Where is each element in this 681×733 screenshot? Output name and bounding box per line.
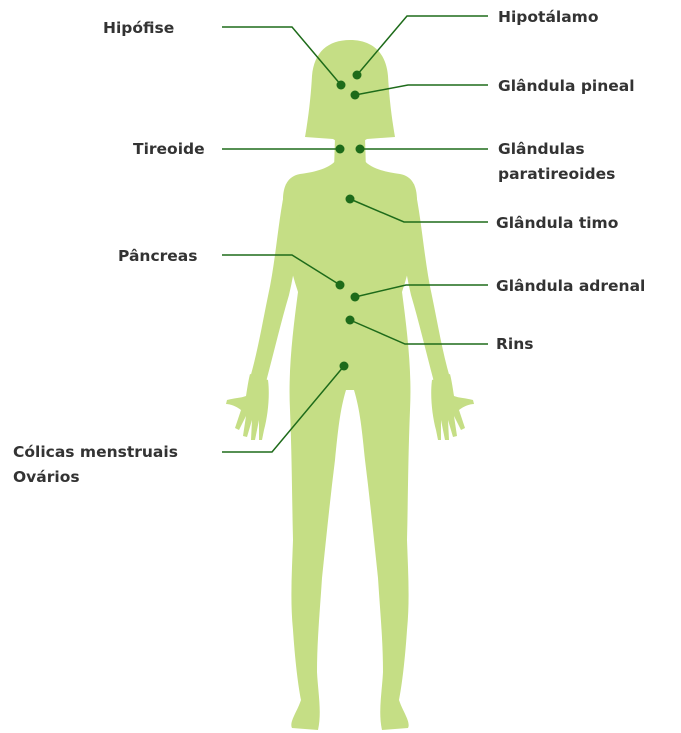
torso-legs [283, 160, 417, 730]
label-hipotalamo: Hipotálamo [498, 8, 598, 26]
label-colicas-menstruais: Cólicas menstruais [13, 443, 178, 461]
label-ovarios: Ovários [13, 468, 80, 486]
marker-hipotalamo [353, 71, 362, 80]
marker-pancreas [336, 281, 345, 290]
marker-timo [346, 195, 355, 204]
body-silhouette [226, 40, 474, 730]
label-glandula-adrenal: Glândula adrenal [496, 277, 645, 295]
label-glandulas-paratireoides-line1: Glândulas [498, 140, 585, 158]
marker-rins [346, 316, 355, 325]
head-hair [305, 40, 395, 146]
label-glandulas-paratireoides-line2: paratireoides [498, 165, 615, 183]
label-pancreas: Pâncreas [118, 247, 197, 265]
marker-pineal [351, 91, 360, 100]
label-glandula-timo: Glândula timo [496, 214, 618, 232]
label-glandula-pineal: Glândula pineal [498, 77, 635, 95]
label-tireoide: Tireoide [133, 140, 205, 158]
marker-adrenal [351, 293, 360, 302]
left-hand [226, 374, 269, 440]
marker-colicas [340, 362, 349, 371]
right-hand [431, 374, 474, 440]
marker-paratireoides [356, 145, 365, 154]
marker-tireoide [336, 145, 345, 154]
label-rins: Rins [496, 335, 534, 353]
label-hipofise: Hipófise [103, 19, 174, 37]
marker-hipofise [337, 81, 346, 90]
